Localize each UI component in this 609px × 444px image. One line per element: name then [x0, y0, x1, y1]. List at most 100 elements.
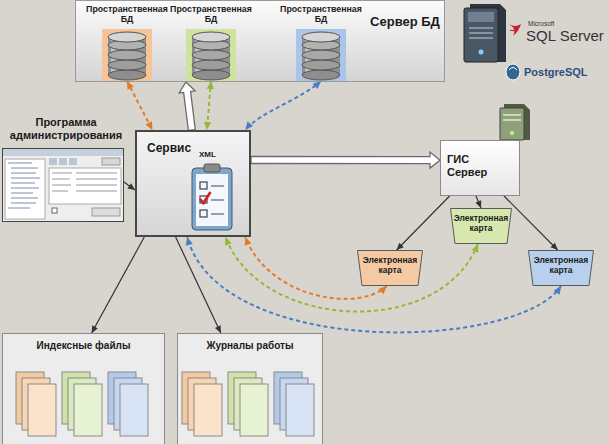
xml-clipboard	[200, 210, 207, 217]
arrow-head	[215, 325, 221, 333]
db-server-tower	[469, 27, 493, 29]
admin-screenshot	[76, 185, 117, 186]
node-label: ГИС Сервер	[447, 153, 507, 178]
admin-screenshot	[8, 208, 30, 209]
connector-line	[92, 237, 145, 333]
database-cylinder	[102, 29, 152, 81]
file-stacks	[120, 384, 148, 436]
admin-screenshot	[11, 178, 40, 179]
map-trapezoid	[451, 209, 512, 244]
xml-clipboard	[211, 199, 224, 200]
database-cylinder	[108, 50, 146, 60]
database-cylinder	[192, 70, 230, 80]
db-server-tower	[469, 37, 493, 39]
arrow-head	[245, 237, 252, 246]
sql-server-logo	[509, 24, 521, 36]
database-cylinder	[302, 60, 340, 70]
node-label: Электронная карта	[528, 256, 594, 276]
file-stacks	[14, 368, 154, 442]
admin-screenshot	[52, 185, 71, 186]
gis-server-icon	[500, 108, 524, 140]
file-stacks	[28, 384, 56, 436]
database-cylinder	[302, 32, 340, 42]
xml-clipboard	[192, 168, 232, 230]
database-cylinder	[302, 50, 340, 60]
database-cylinder	[108, 60, 146, 70]
database-cylinder	[192, 60, 230, 70]
admin-screenshot	[3, 149, 123, 156]
admin-screenshot	[11, 203, 36, 204]
connector-line	[476, 196, 481, 208]
db-server-tower	[468, 12, 494, 22]
connector-arrow	[92, 237, 145, 333]
admin-screenshot	[69, 158, 77, 165]
database-cylinder	[278, 29, 364, 81]
admin-screenshot	[8, 163, 32, 164]
work-logs-box: Журналы работы	[177, 333, 323, 444]
db-server-tower	[479, 50, 484, 55]
arrow-head	[472, 244, 479, 253]
arrow-head	[313, 81, 321, 89]
connector-line	[127, 81, 152, 130]
map-trapezoid	[358, 251, 423, 286]
node-label: Электронная карта	[450, 214, 512, 234]
gis-server-icon	[503, 114, 521, 116]
db-server-tower	[464, 4, 506, 62]
admin-screenshot	[11, 198, 38, 199]
gis-server-box: ГИС Сервер	[440, 140, 520, 196]
admin-screenshot	[11, 188, 39, 189]
connector-arrow	[475, 196, 481, 208]
database-cylinder	[168, 29, 254, 81]
xml-clipboard	[200, 192, 211, 203]
connector-arrow	[176, 237, 221, 333]
dashed-connector	[186, 237, 561, 332]
admin-screenshot	[11, 173, 36, 174]
db-server-tower	[464, 8, 498, 62]
connector-line	[176, 237, 221, 333]
admin-screenshot	[52, 208, 57, 213]
logo-text: SQL Server	[526, 27, 604, 44]
file-stacks	[74, 384, 102, 436]
arrow-head	[245, 122, 253, 130]
arrow-head	[378, 286, 386, 294]
electronic-map: Электронная карта	[450, 208, 512, 244]
index-files-box: Индексные файлы	[2, 333, 165, 444]
thick-arrow	[251, 152, 440, 168]
admin-screenshot	[49, 158, 57, 165]
dashed-connector	[245, 81, 321, 130]
connector-arrow	[397, 196, 450, 250]
admin-screenshot	[52, 173, 117, 191]
connector-line	[245, 81, 321, 130]
postgresql-logo	[506, 64, 520, 80]
arrow-head	[554, 286, 561, 295]
thick-arrow	[251, 152, 440, 168]
database-cylinder	[296, 29, 346, 81]
gis-server-icon	[503, 119, 521, 121]
admin-screenshot	[76, 173, 117, 174]
connector-arrow	[124, 182, 135, 190]
postgresql-logo	[506, 64, 520, 80]
database-cylinder	[192, 37, 230, 75]
connector-line	[504, 196, 558, 250]
sql-server-logo	[510, 28, 518, 31]
arrow-head	[397, 243, 404, 250]
node-label: Пространственная БД	[168, 4, 254, 24]
admin-screenshot	[11, 193, 33, 194]
gis-server-icon	[500, 104, 530, 140]
spatial-db: Пространственная БД	[278, 2, 364, 81]
database-cylinder	[84, 29, 170, 81]
sql-server-logo	[509, 24, 521, 36]
database-cylinder	[108, 37, 146, 75]
spatial-db: Пространственная БД	[168, 2, 254, 81]
admin-screenshot	[2, 148, 124, 222]
postgresql-logo	[509, 68, 517, 71]
admin-screenshot	[11, 168, 38, 169]
file-stacks	[180, 368, 320, 442]
dashed-connector	[225, 237, 478, 312]
node-label: Электронная карта	[357, 256, 423, 276]
arrow-head	[207, 81, 214, 89]
arrow-head	[127, 183, 135, 190]
xml-clipboard	[211, 185, 224, 186]
arrow-head	[475, 200, 481, 208]
